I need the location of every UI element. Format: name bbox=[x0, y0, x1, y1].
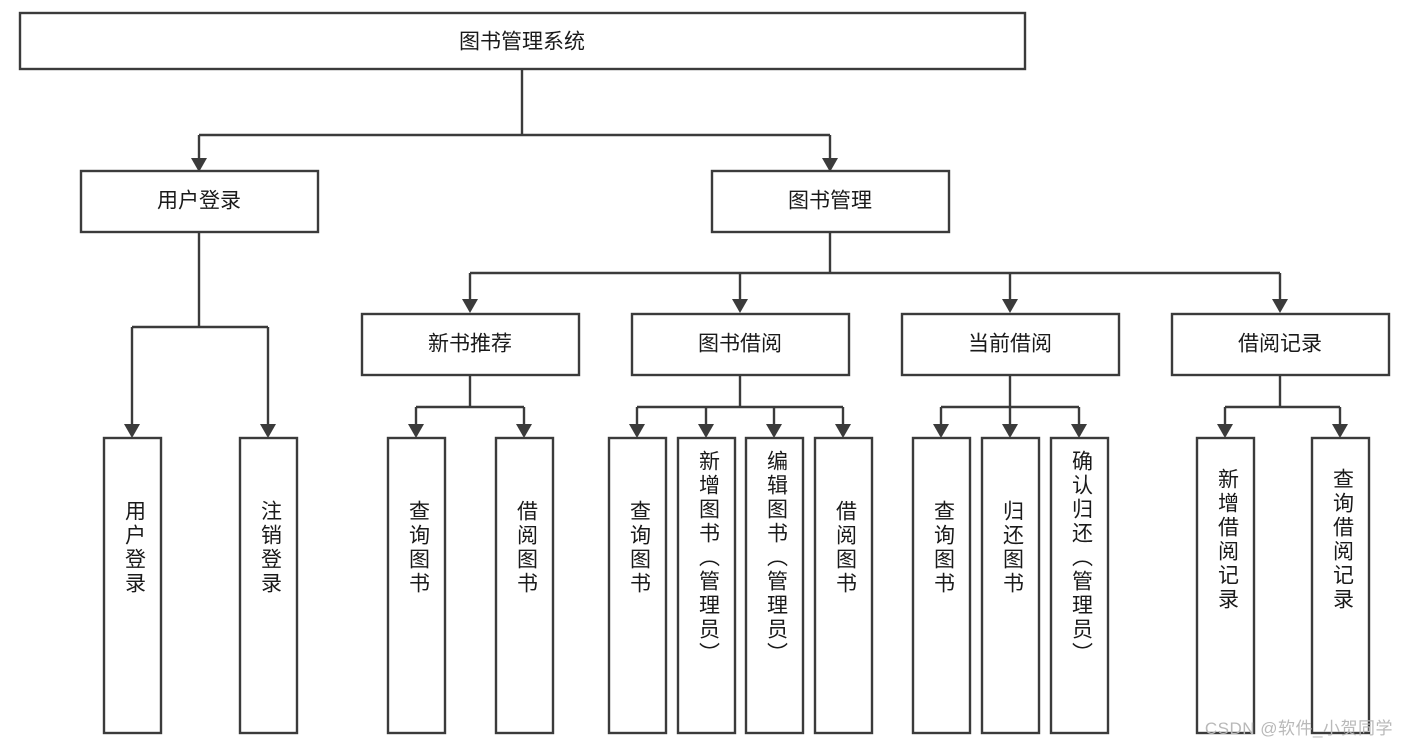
node-book-borrow-box bbox=[630, 312, 851, 377]
node-leaf-return-book-box bbox=[980, 436, 1041, 735]
arrow-to-leaf-query-book-2 bbox=[629, 424, 645, 438]
node-leaf-add-record[interactable]: 新增借阅记录 bbox=[1195, 436, 1256, 735]
arrow-to-book-borrow bbox=[732, 299, 748, 313]
node-leaf-edit-book-label: 编辑图书（管理员） bbox=[764, 450, 788, 666]
node-leaf-add-book-label: 新增图书（管理员） bbox=[696, 450, 720, 666]
node-user-login[interactable]: 用户登录 bbox=[79, 169, 320, 234]
arrow-to-book-manage bbox=[822, 158, 838, 172]
node-leaf-edit-book[interactable]: 编辑图书（管理员） bbox=[744, 436, 805, 735]
node-leaf-return-book-label: 归还图书 bbox=[1000, 500, 1024, 596]
node-borrow-record[interactable]: 借阅记录 bbox=[1170, 312, 1391, 377]
node-leaf-query-book-2[interactable]: 查询图书 bbox=[607, 436, 668, 735]
arrow-to-leaf-borrow-book-2 bbox=[835, 424, 851, 438]
node-leaf-add-book-box bbox=[676, 436, 737, 735]
node-leaf-query-book-1-label: 查询图书 bbox=[406, 500, 430, 596]
arrow-to-leaf-query-book-3 bbox=[933, 424, 949, 438]
arrow-to-leaf-query-book-1 bbox=[408, 424, 424, 438]
node-leaf-user-login-label: 用户登录 bbox=[122, 500, 146, 596]
node-leaf-user-logout-box bbox=[238, 436, 299, 735]
node-book-manage[interactable]: 图书管理 bbox=[710, 169, 951, 234]
arrow-to-leaf-edit-book bbox=[766, 424, 782, 438]
arrow-to-leaf-return-book bbox=[1002, 424, 1018, 438]
node-leaf-query-record-box bbox=[1310, 436, 1371, 735]
node-leaf-user-logout-label: 注销登录 bbox=[258, 500, 282, 596]
node-leaf-query-book-3-label: 查询图书 bbox=[931, 500, 955, 596]
node-leaf-query-book-2-box bbox=[607, 436, 668, 735]
node-leaf-confirm-return-box bbox=[1049, 436, 1110, 735]
arrow-to-new-book-recommend bbox=[462, 299, 478, 313]
node-leaf-return-book[interactable]: 归还图书 bbox=[980, 436, 1041, 735]
arrow-to-leaf-user-logout bbox=[260, 424, 276, 438]
node-new-book-recommend-box bbox=[360, 312, 581, 377]
node-leaf-query-book-3[interactable]: 查询图书 bbox=[911, 436, 972, 735]
node-leaf-add-book[interactable]: 新增图书（管理员） bbox=[676, 436, 737, 735]
arrow-to-borrow-record bbox=[1272, 299, 1288, 313]
node-new-book-recommend-label: 新书推荐 bbox=[428, 333, 512, 356]
node-leaf-borrow-book-1-box bbox=[494, 436, 555, 735]
node-leaf-query-book-1[interactable]: 查询图书 bbox=[386, 436, 447, 735]
node-leaf-borrow-book-2-label: 借阅图书 bbox=[833, 500, 857, 596]
node-book-manage-label: 图书管理 bbox=[788, 190, 872, 213]
node-root-box bbox=[18, 11, 1027, 71]
node-leaf-query-record[interactable]: 查询借阅记录 bbox=[1310, 436, 1371, 735]
node-leaf-query-book-1-box bbox=[386, 436, 447, 735]
node-borrow-record-box bbox=[1170, 312, 1391, 377]
node-user-login-box bbox=[79, 169, 320, 234]
node-leaf-query-book-2-label: 查询图书 bbox=[627, 500, 651, 596]
node-leaf-borrow-book-1-label: 借阅图书 bbox=[514, 500, 538, 596]
arrow-to-user-login bbox=[191, 158, 207, 172]
node-book-manage-box bbox=[710, 169, 951, 234]
node-book-borrow-label: 图书借阅 bbox=[698, 333, 782, 356]
node-new-book-recommend[interactable]: 新书推荐 bbox=[360, 312, 581, 377]
node-leaf-borrow-book-2[interactable]: 借阅图书 bbox=[813, 436, 874, 735]
node-book-borrow[interactable]: 图书借阅 bbox=[630, 312, 851, 377]
node-leaf-confirm-return[interactable]: 确认归还（管理员） bbox=[1049, 436, 1110, 735]
arrow-to-leaf-add-book bbox=[698, 424, 714, 438]
node-root-label: 图书管理系统 bbox=[459, 31, 585, 54]
node-leaf-borrow-book-1[interactable]: 借阅图书 bbox=[494, 436, 555, 735]
node-leaf-user-login-box bbox=[102, 436, 163, 735]
node-leaf-add-record-label: 新增借阅记录 bbox=[1215, 468, 1239, 612]
arrow-to-leaf-borrow-book-1 bbox=[516, 424, 532, 438]
node-leaf-user-logout[interactable]: 注销登录 bbox=[238, 436, 299, 735]
arrow-to-leaf-query-record bbox=[1332, 424, 1348, 438]
node-leaf-borrow-book-2-box bbox=[813, 436, 874, 735]
node-current-borrow-box bbox=[900, 312, 1121, 377]
csdn-watermark: CSDN @软件_小贺同学 bbox=[1204, 719, 1393, 738]
node-current-borrow-label: 当前借阅 bbox=[968, 333, 1052, 356]
node-root[interactable]: 图书管理系统 bbox=[18, 11, 1027, 71]
arrow-to-leaf-user-login bbox=[124, 424, 140, 438]
node-leaf-query-book-3-box bbox=[911, 436, 972, 735]
node-leaf-edit-book-box bbox=[744, 436, 805, 735]
node-user-login-label: 用户登录 bbox=[157, 190, 241, 213]
node-leaf-query-record-label: 查询借阅记录 bbox=[1330, 468, 1354, 612]
edge-group bbox=[124, 69, 1348, 438]
arrow-to-leaf-confirm-return bbox=[1071, 424, 1087, 438]
arrow-to-leaf-add-record bbox=[1217, 424, 1233, 438]
node-borrow-record-label: 借阅记录 bbox=[1238, 333, 1322, 356]
node-leaf-add-record-box bbox=[1195, 436, 1256, 735]
node-current-borrow[interactable]: 当前借阅 bbox=[900, 312, 1121, 377]
arrow-to-current-borrow bbox=[1002, 299, 1018, 313]
node-leaf-user-login[interactable]: 用户登录 bbox=[102, 436, 163, 735]
node-leaf-confirm-return-label: 确认归还（管理员） bbox=[1069, 450, 1093, 666]
